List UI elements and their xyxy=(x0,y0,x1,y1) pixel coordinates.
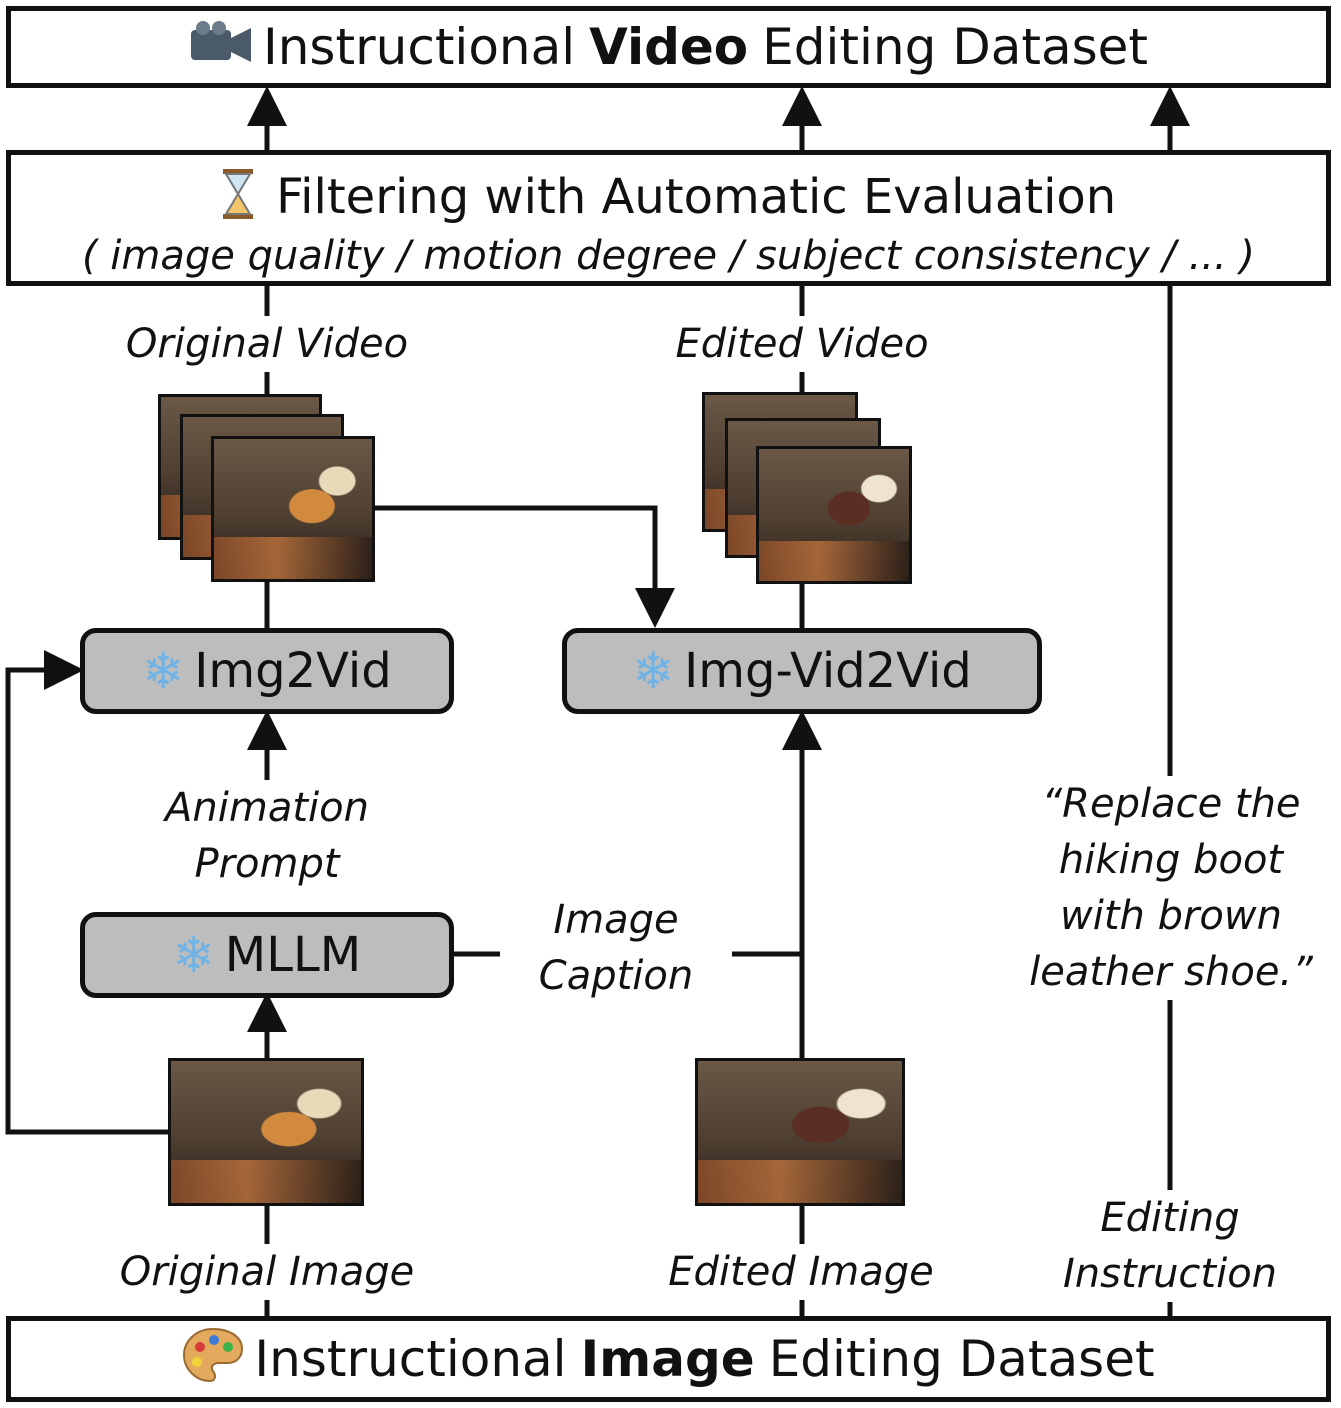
video-dataset-post: Editing Dataset xyxy=(762,18,1148,76)
img2vid-model: ❄ Img2Vid xyxy=(80,628,454,714)
image-dataset-bold: Image xyxy=(580,1330,755,1388)
img-vid2vid-model: ❄ Img-Vid2Vid xyxy=(562,628,1042,714)
video-dataset-pre: Instructional xyxy=(263,18,576,76)
label-edited-video: Edited Video xyxy=(662,316,942,372)
original-image xyxy=(168,1058,364,1206)
label-animation-prompt: Animation Prompt xyxy=(130,780,404,892)
editing-instruction-quote: “Replace the hiking boot with brown leat… xyxy=(1016,776,1326,1000)
edited-image xyxy=(695,1058,905,1206)
video-dataset-bold: Video xyxy=(589,18,749,76)
mllm-model: ❄ MLLM xyxy=(80,912,454,998)
img2vid-label: Img2Vid xyxy=(194,643,392,699)
filter-box: Filtering with Automatic Evaluation ( im… xyxy=(6,150,1331,286)
hourglass-icon xyxy=(221,169,255,225)
label-original-image: Original Image xyxy=(106,1244,428,1300)
img-vid2vid-label: Img-Vid2Vid xyxy=(684,643,972,699)
video-camera-icon xyxy=(189,20,253,74)
snowflake-icon: ❄ xyxy=(172,926,215,984)
filter-title-text: Filtering with Automatic Evaluation xyxy=(276,169,1117,225)
original-video-frame-3 xyxy=(211,436,375,582)
label-editing-instruction: Editing Instruction xyxy=(1052,1190,1288,1302)
image-dataset-post: Editing Dataset xyxy=(768,1330,1155,1388)
video-dataset-box: Instructional Video Editing Dataset xyxy=(6,6,1331,88)
image-dataset-box: Instructional Image Editing Dataset xyxy=(6,1316,1331,1402)
palette-icon xyxy=(182,1327,244,1391)
label-original-video: Original Video xyxy=(112,316,422,372)
filter-subtitle: ( image quality / motion degree / subjec… xyxy=(81,233,1256,279)
arrow-orig-image-to-img2vid xyxy=(5,650,170,1135)
label-image-caption: Image Caption xyxy=(506,892,726,1004)
snowflake-icon: ❄ xyxy=(632,642,675,700)
arrow-orig-video-to-img-vid2vid xyxy=(375,505,675,628)
image-dataset-pre: Instructional xyxy=(254,1330,567,1388)
label-edited-image: Edited Image xyxy=(656,1244,946,1300)
mllm-label: MLLM xyxy=(224,927,362,983)
edited-video-frame-3 xyxy=(756,446,912,584)
snowflake-icon: ❄ xyxy=(142,642,185,700)
